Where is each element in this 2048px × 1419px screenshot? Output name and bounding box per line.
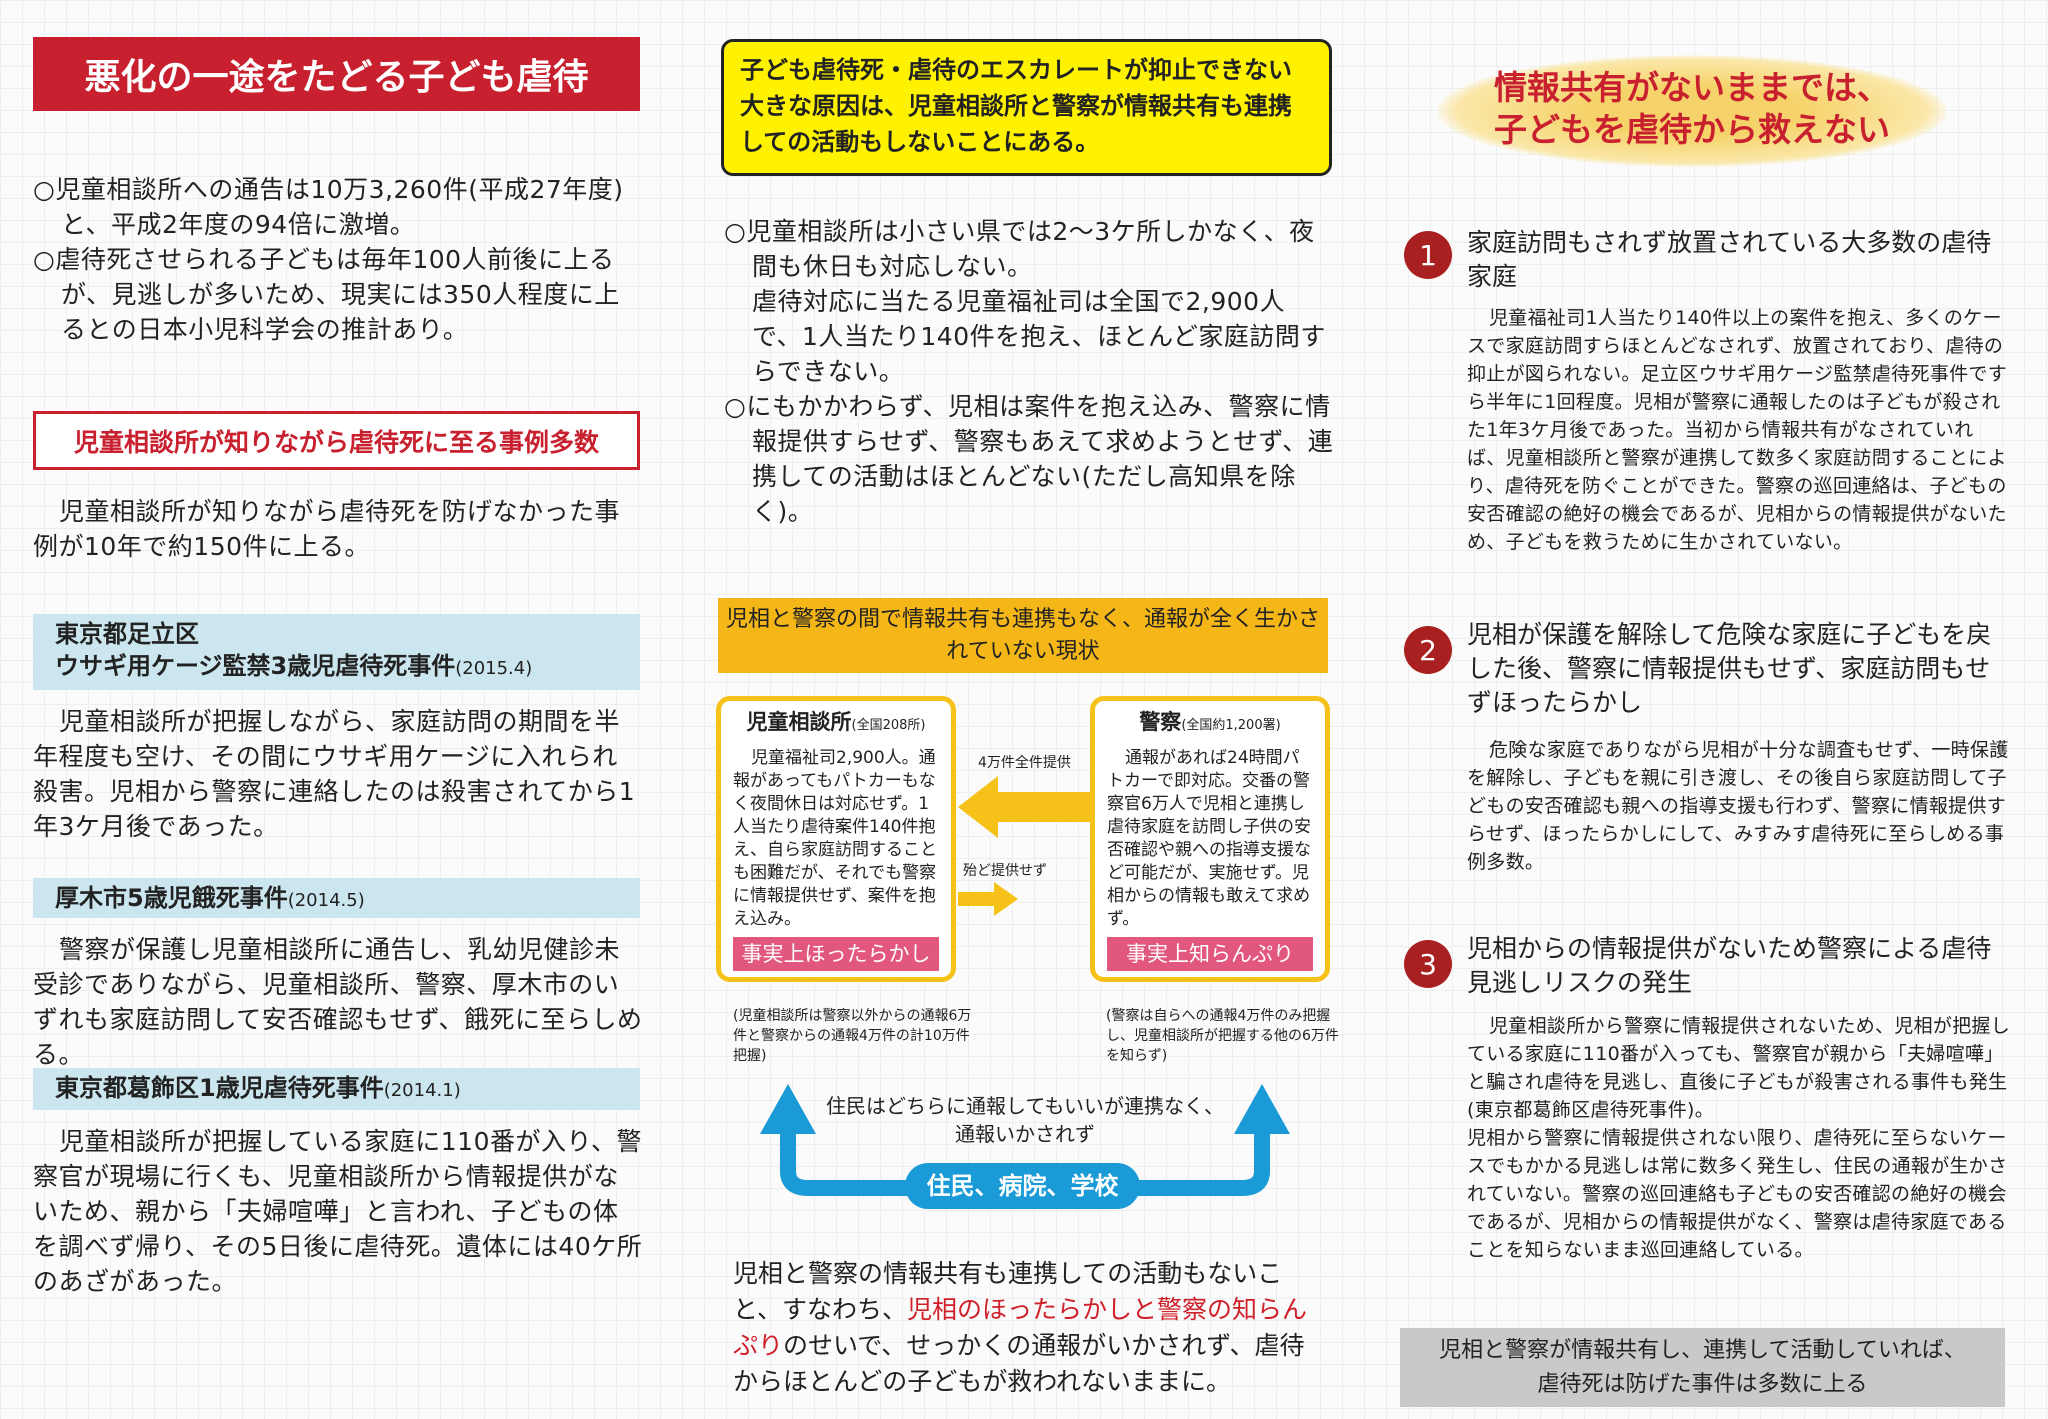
arrow-label-bottom: 殆ど提供せず [963,863,1047,879]
diagram-banner: 児相と警察の間で情報共有も連携もなく、通報が全く生かされていない現状 [718,598,1328,673]
case-heading: 厚木市5歳児餓死事件(2014.5) [33,878,640,918]
footer-box: 児相と警察が情報共有し、連携して活動していれば、 虐待死は防げた事件は多数に上る [1400,1328,2005,1407]
middle-bullets: ○児童相談所は小さい県では2〜3ケ所しかなく、夜間も休日も対応しない。 虐待対応… [724,214,1334,529]
left-bullets: ○児童相談所への通告は10万3,260件(平成27年度)と、平成2年度の94倍に… [33,172,643,347]
bullet-continued: 虐待対応に当たる児童福祉司は全国で2,900人で、1人当たり140件を抱え、ほと… [752,287,1326,386]
arrow-left-icon [958,776,1090,838]
case-text: 児童相談所が把握している家庭に110番が入り、警察官が現場に行くも、児童相談所か… [33,1127,643,1296]
item-text: 児童相談所から警察に情報提供されないため、児相が把握している家庭に110番が入っ… [1467,1012,2012,1264]
case-title: 東京都足立区 [55,620,199,648]
conclusion-highlight: 児相のほったらかしと警察の知らんぷり [733,1295,1308,1360]
arrow-label-top: 4万件全件提供 [978,755,1071,771]
bullet: ○にもかかわらず、児相は案件を抱え込み、警察に情報提供すらせず、警察もあえて求め… [724,392,1334,526]
box-text: 児童福祉司2,900人。通報があってもパトカーもなく夜間休日は対応せず。1人当た… [733,748,937,929]
case-date: (2014.1) [383,1080,461,1101]
item-paragraph: 児童相談所から警察に情報提供されないため、児相が把握している家庭に110番が入っ… [1467,1015,2011,1121]
number-badge: 3 [1404,940,1452,988]
box-title: 児童相談所 [746,710,852,734]
case-heading: 東京都葛飾区1歳児虐待死事件(2014.1) [33,1068,640,1110]
case-title: 東京都葛飾区1歳児虐待死事件 [55,1074,384,1102]
bullet: ○虐待死させられる子どもは毎年100人前後に上るが、見逃しが多いため、現実には3… [33,245,620,344]
conclusion-text: 児相と警察の情報共有も連携しての活動もないこと、すなわち、児相のほったらかしと警… [733,1256,1318,1400]
footer-line: 児相と警察が情報共有し、連携して活動していれば、 [1439,1338,1966,1363]
case-text: 児童相談所が把握しながら、家庭訪問の期間を半年程度も空け、その間にウサギ用ケージ… [33,707,636,841]
case-heading: 東京都足立区 ウサギ用ケージ監禁3歳児虐待死事件(2015.4) [33,614,640,690]
item-text: 児童福祉司1人当たり140件以上の案件を抱え、多くのケースで家庭訪問すらほとんど… [1467,307,2008,553]
case-text: 警察が保護し児童相談所に通告し、乳幼児健診未受診でありながら、児童相談所、警察、… [33,935,643,1069]
headline-box: 子ども虐待死・虐待のエスカレートが抑止できない大きな原因は、児童相談所と警察が情… [721,39,1332,176]
box-note: (児童相談所は警察以外からの通報6万件と警察からの通報4万件の計10万件把握) [733,1008,972,1064]
case-box-text: 児童相談所が知りながら虐待死を防げなかった事例が10年で約150件に上る。 [33,497,621,561]
title-line: 子どもを虐待から救えない [1494,110,1890,149]
right-title: 情報共有がないままでは、 子どもを虐待から救えない [1437,55,1947,167]
box-text: 通報があれば24時間パトカーで即対応。交番の警察官6万人で児相と連携し虐待家庭を… [1107,748,1311,929]
case-title: ウサギ用ケージ監禁3歳児虐待死事件 [55,652,456,680]
conclusion-part: のせいで、せっかくの通報がいかされず、虐待からほとんどの子どもが救われないままに… [733,1331,1305,1396]
box-title: 警察 [1139,710,1182,734]
child-guidance-center-box: 児童相談所(全国208所) 児童福祉司2,900人。通報があってもパトカーもなく… [716,696,956,982]
number-badge: 2 [1404,626,1452,674]
residents-text: 住民はどちらに通報してもいいが連携なく、通報いかされず [826,1094,1224,1146]
case-box-heading: 児童相談所が知りながら虐待死に至る事例多数 [33,411,640,470]
case-date: (2015.4) [455,658,533,679]
police-box: 警察(全国約1,200署) 通報があれば24時間パトカーで即対応。交番の警察官6… [1090,696,1330,982]
box-count: (全国約1,200署) [1181,718,1281,733]
box-label: 事実上知らんぷり [1107,937,1313,971]
conclusion-part: 児相と警察の情報共有も連携しての活動もないこと、すなわち、 [733,1259,1283,1324]
residents-label: 住民、病院、学校 [905,1163,1140,1209]
bullet: ○児童相談所は小さい県では2〜3ケ所しかなく、夜間も休日も対応しない。 [724,217,1315,281]
item-text: 危険な家庭でありながら児相が十分な調査もせず、一時保護を解除し、子どもを親に引き… [1467,739,2009,873]
number-badge: 1 [1404,231,1452,279]
case-title: 厚木市5歳児餓死事件 [55,884,288,912]
title-line: 情報共有がないままでは、 [1494,68,1890,107]
box-note: (警察は自らへの通報4万件のみ把握し、児童相談所が把握する他の6万件を知らず) [1106,1008,1339,1064]
case-date: (2014.5) [287,890,365,911]
box-count: (全国208所) [851,718,926,733]
footer-line: 虐待死は防げた事件は多数に上る [1537,1372,1868,1397]
box-label: 事実上ほったらかし [733,937,939,971]
item-heading: 家庭訪問もされず放置されている大多数の虐待家庭 [1467,228,1992,291]
item-paragraph: 児相から警察に情報提供されない限り、虐待死に至らないケースでもかかる見逃しは常に… [1467,1127,2008,1261]
arrow-right-icon [958,882,1018,916]
item-heading: 児相が保護を解除して危険な家庭に子どもを戻した後、警察に情報提供もせず、家庭訪問… [1467,620,1992,717]
bullet: ○児童相談所への通告は10万3,260件(平成27年度)と、平成2年度の94倍に… [33,175,624,239]
section-title: 悪化の一途をたどる子ども虐待 [33,37,640,111]
item-heading: 児相からの情報提供がないため警察による虐待見逃しリスクの発生 [1467,934,1992,997]
